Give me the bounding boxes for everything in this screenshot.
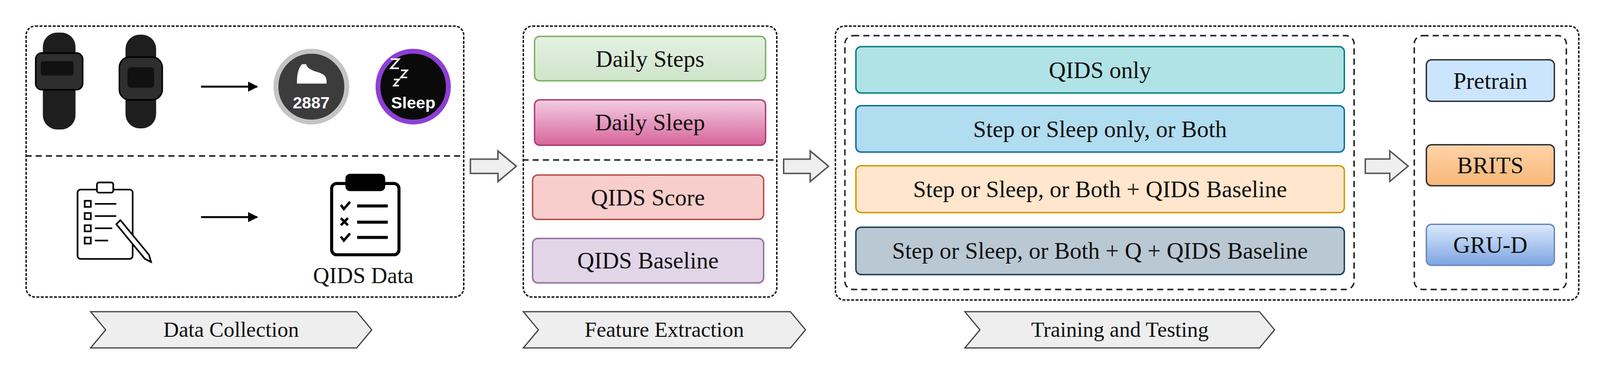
metric-circle: 2887 — [273, 48, 350, 125]
flow-arrow — [201, 85, 258, 88]
setting-box: QIDS only — [855, 45, 1346, 94]
setting-box: Step or Sleep only, or Both — [855, 105, 1346, 153]
box-label: QIDS Baseline — [577, 247, 719, 274]
inner-group — [844, 35, 1355, 290]
flow-arrow — [201, 216, 258, 219]
stage-group: 2887SleepData Collection — [25, 25, 464, 298]
box-label: GRU-D — [1452, 231, 1528, 259]
box-label: Sleep — [391, 94, 436, 111]
feature-box: Daily Sleep — [533, 99, 767, 147]
stage-label: Feature Extraction — [522, 311, 807, 349]
block-arrow — [470, 150, 517, 182]
stage-label: Training and Testing — [964, 311, 1276, 349]
caption-label: QIDS Data — [301, 261, 425, 291]
box-label: Daily Sleep — [594, 108, 705, 136]
shoe-icon — [296, 64, 327, 85]
stage-group: Daily StepsDaily SleepQIDS ScoreQIDS Bas… — [522, 25, 778, 298]
section-divider — [25, 155, 464, 157]
box-label: Pretrain — [1452, 67, 1528, 95]
stage-banner: Training and Testing — [964, 311, 1276, 349]
box-label: 2887 — [292, 94, 330, 111]
feature-box: QIDS Baseline — [531, 237, 765, 284]
feature-box: Daily Steps — [533, 35, 767, 82]
questionnaire-data-icon — [331, 175, 400, 255]
metric-circle: Sleep — [375, 48, 452, 125]
stage-banner: Feature Extraction — [522, 311, 807, 349]
model-box: GRU-D — [1425, 223, 1556, 267]
sleep-icon — [390, 59, 407, 86]
box-label: Step or Sleep only, or Both — [972, 115, 1227, 143]
tracker-icon — [35, 32, 83, 130]
box-label: QIDS Score — [590, 184, 705, 211]
stage-label: Data Collection — [89, 311, 373, 349]
box-label: BRITS — [1456, 151, 1524, 179]
stage-group: QIDS onlyStep or Sleep only, or BothStep… — [834, 25, 1580, 301]
stage-banner: Data Collection — [89, 311, 373, 349]
inner-group — [1414, 35, 1567, 290]
model-box: Pretrain — [1425, 59, 1556, 103]
questionnaire-icon — [77, 182, 151, 263]
setting-box: Step or Sleep, or Both + Q + QIDS Baseli… — [855, 226, 1346, 276]
box-label: Daily Steps — [595, 45, 705, 73]
block-arrow — [1365, 150, 1409, 182]
feature-box: QIDS Score — [531, 174, 765, 221]
block-arrow — [783, 150, 829, 182]
box-label: Step or Sleep, or Both + QIDS Baseline — [912, 175, 1287, 203]
model-box: BRITS — [1425, 144, 1556, 188]
tracker-icon — [119, 34, 163, 129]
section-divider — [522, 159, 778, 161]
setting-box: Step or Sleep, or Both + QIDS Baseline — [855, 165, 1346, 213]
box-label: QIDS only — [1049, 56, 1152, 84]
box-label: Step or Sleep, or Both + Q + QIDS Baseli… — [892, 237, 1308, 265]
